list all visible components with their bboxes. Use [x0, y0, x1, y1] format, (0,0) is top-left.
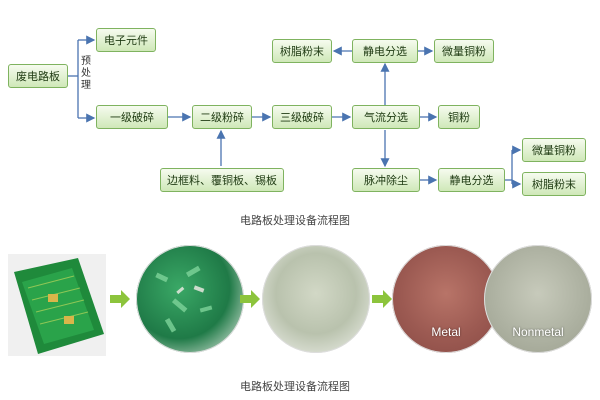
node-edge-materials: 边框料、覆铜板、锡板: [160, 168, 284, 192]
pretreatment-label: 预处理: [81, 56, 91, 91]
crushed-fragments-photo: [136, 245, 244, 353]
metal-powder-photo: Metal: [392, 245, 500, 353]
node-resin-powder-bottom: 树脂粉末: [522, 172, 586, 196]
node-waste-board: 废电路板: [8, 64, 68, 88]
node-primary-crush: 一级破碎: [96, 105, 168, 129]
nonmetal-powder-photo: Nonmetal: [484, 245, 592, 353]
node-secondary-pulverize: 二级粉碎: [192, 105, 252, 129]
fine-powder-photo: [262, 245, 370, 353]
photo-arrow-2: [240, 290, 260, 308]
node-tertiary-crush: 三级破碎: [272, 105, 332, 129]
metal-label: Metal: [431, 325, 461, 339]
photo-arrow-1: [110, 290, 130, 308]
nonmetal-label: Nonmetal: [512, 325, 564, 339]
node-resin-powder-top: 树脂粉末: [272, 39, 332, 63]
node-electronic-parts: 电子元件: [96, 28, 156, 52]
node-pulse-dust-removal: 脉冲除尘: [352, 168, 420, 192]
node-copper-powder: 铜粉: [438, 105, 480, 129]
flowchart-caption-bottom: 电路板处理设备流程图: [240, 380, 350, 393]
node-micro-copper-bottom: 微量铜粉: [522, 138, 586, 162]
circuit-board-photo: [8, 254, 106, 356]
photo-arrow-3: [372, 290, 392, 308]
node-electrostatic-separation-top: 静电分选: [352, 39, 418, 63]
node-airflow-separation: 气流分选: [352, 105, 420, 129]
flowchart-caption-top: 电路板处理设备流程图: [240, 214, 350, 227]
node-electrostatic-separation-bottom: 静电分选: [438, 168, 505, 192]
node-micro-copper-top: 微量铜粉: [434, 39, 494, 63]
